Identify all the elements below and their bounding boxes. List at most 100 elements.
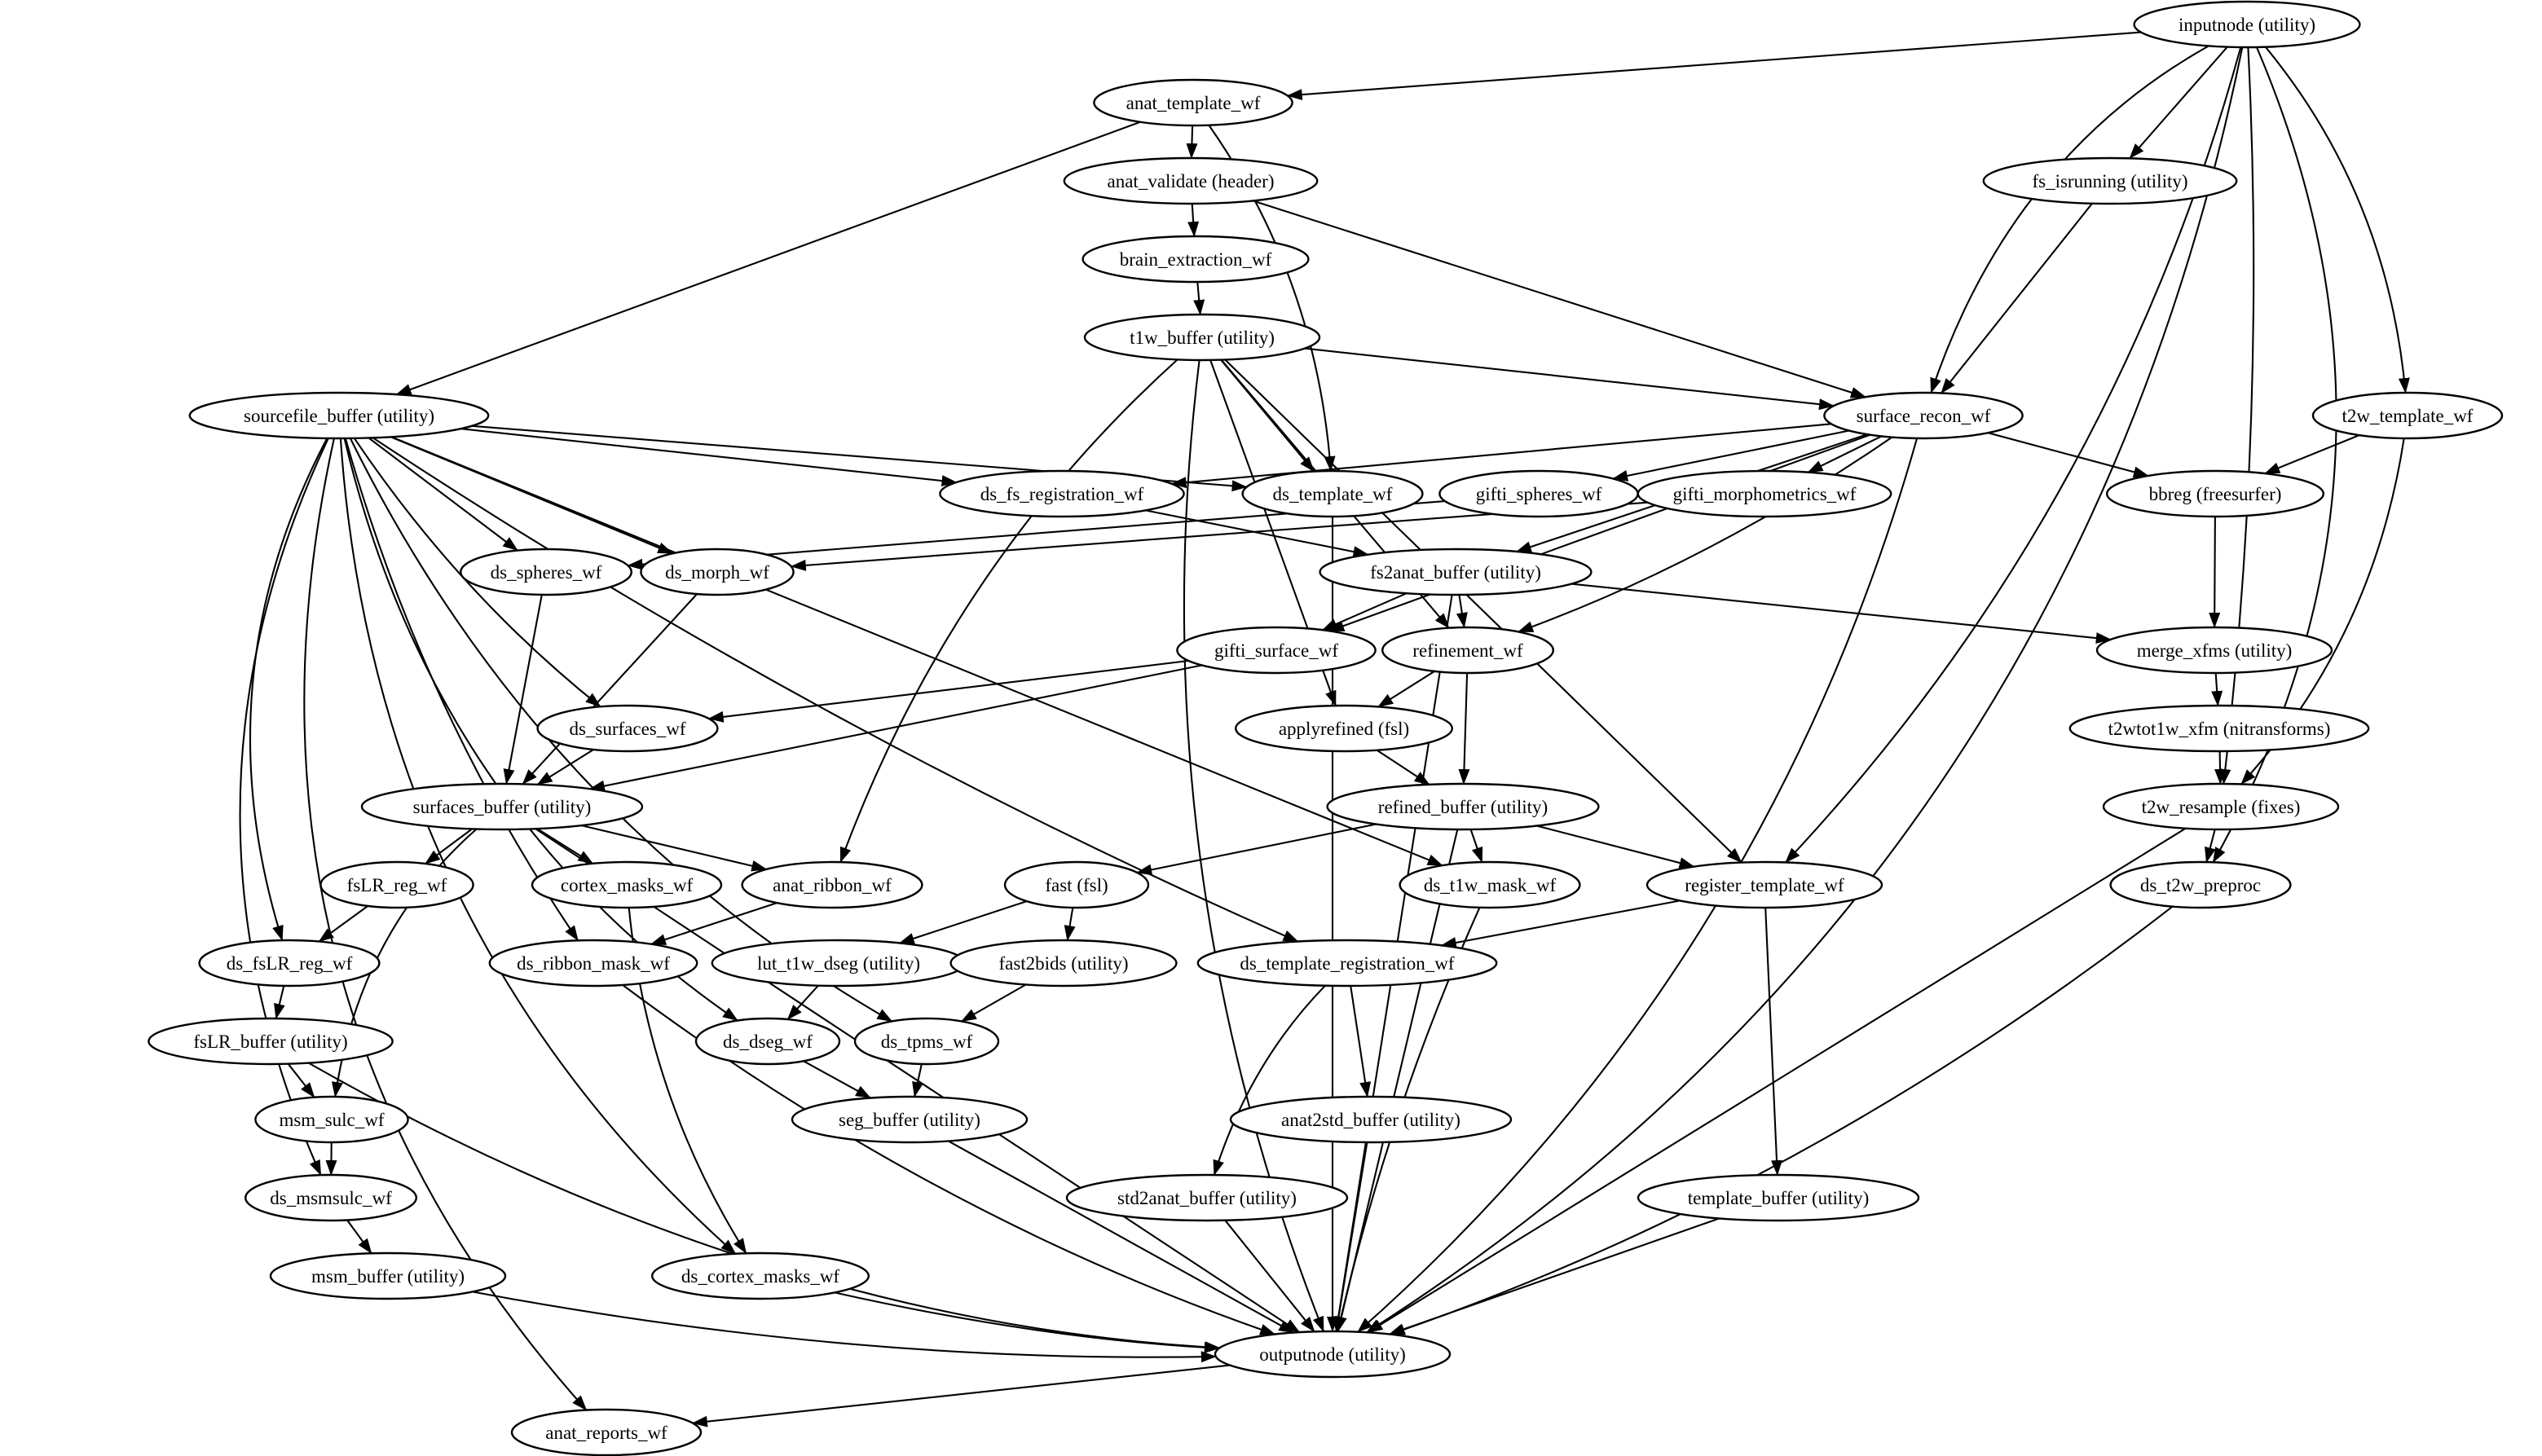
node-ds_tpms_wf: ds_tpms_wf <box>853 1017 1000 1066</box>
ds_morph_wf-shape <box>640 548 795 596</box>
edge-applyrefined-to-refined_buffer <box>1376 749 1430 785</box>
sourcefile_buffer-shape <box>188 391 490 440</box>
ds_surfaces_wf-label: ds_surfaces_wf <box>569 719 685 739</box>
fsLR_reg_wf-label: fsLR_reg_wf <box>347 875 447 895</box>
edge-surfaces_buffer-to-anat_ribbon_wf <box>581 825 768 872</box>
seg_buffer-shape <box>791 1095 1029 1144</box>
edge-anat_ribbon_wf-to-ds_ribbon_mask_wf <box>650 902 778 945</box>
edge-surface_recon_wf-to-bbreg <box>1987 432 2149 478</box>
refinement_wf-label: refinement_wf <box>1412 640 1523 661</box>
edge-std2anat_buffer-to-outputnode <box>1224 1220 1315 1333</box>
edge-sourcefile_buffer-to-ds_surfaces_wf <box>353 438 601 708</box>
ds_msmsulc_wf-label: ds_msmsulc_wf <box>270 1188 392 1208</box>
edge-surfaces_buffer-to-fsLR_reg_wf <box>425 828 473 864</box>
anat_ribbon_wf-label: anat_ribbon_wf <box>773 875 892 895</box>
seg_buffer-label: seg_buffer (utility) <box>839 1110 980 1130</box>
bbreg-label: bbreg (freesurfer) <box>2149 484 2282 504</box>
applyrefined-label: applyrefined (fsl) <box>1279 719 1409 739</box>
t1w_buffer-shape <box>1083 313 1321 362</box>
fsLR_reg_wf-shape <box>319 860 474 909</box>
gifti_surface_wf-label: gifti_surface_wf <box>1214 640 1338 661</box>
node-merge_xfms: merge_xfms (utility) <box>2095 626 2333 675</box>
node-ds_spheres_wf: ds_spheres_wf <box>460 548 633 596</box>
std2anat_buffer-label: std2anat_buffer (utility) <box>1117 1188 1297 1208</box>
edge-sourcefile_buffer-to-ds_template_registration_wf <box>372 437 1299 943</box>
surface_recon_wf-label: surface_recon_wf <box>1857 406 1991 426</box>
msm_sulc_wf-label: msm_sulc_wf <box>279 1110 384 1130</box>
edge-ds_tpms_wf-to-seg_buffer <box>912 1063 923 1097</box>
ds_t1w_mask_wf-label: ds_t1w_mask_wf <box>1424 875 1557 895</box>
node-t2wtot1w_xfm: t2wtot1w_xfm (nitransforms) <box>2068 704 2370 753</box>
node-refined_buffer: refined_buffer (utility) <box>1326 782 1600 831</box>
node-outputnode: outputnode (utility) <box>1214 1330 1452 1379</box>
edge-bbreg-to-merge_xfms <box>2209 516 2221 628</box>
gifti_spheres_wf-label: gifti_spheres_wf <box>1476 484 1602 504</box>
surfaces_buffer-label: surfaces_buffer (utility) <box>413 797 592 817</box>
ds_tpms_wf-label: ds_tpms_wf <box>881 1032 973 1052</box>
edge-lut_t1w_dseg-to-ds_dseg_wf <box>786 984 819 1020</box>
node-brain_extraction_wf: brain_extraction_wf <box>1082 235 1310 284</box>
node-gifti_spheres_wf: gifti_spheres_wf <box>1438 469 1639 518</box>
node-ds_template_wf: ds_template_wf <box>1241 469 1424 518</box>
node-refinement_wf: refinement_wf <box>1381 626 1554 675</box>
ds_tpms_wf-shape <box>853 1017 1000 1066</box>
sourcefile_buffer-label: sourcefile_buffer (utility) <box>244 406 434 426</box>
node-fsLR_buffer: fsLR_buffer (utility) <box>148 1017 394 1066</box>
edge-refined_buffer-to-ds_t1w_mask_wf <box>1469 829 1483 864</box>
edge-fs_isrunning-to-surface_recon_wf <box>1941 203 2093 394</box>
edge-ds_spheres_wf-to-surfaces_buffer <box>503 594 543 785</box>
edge-gifti_surface_wf-to-surfaces_buffer <box>588 664 1202 792</box>
inputnode-shape <box>2133 0 2361 49</box>
template_buffer-shape <box>1637 1173 1920 1222</box>
fast2bids-shape <box>949 939 1178 988</box>
ds_template_wf-shape <box>1241 469 1424 518</box>
node-ds_t2w_preproc: ds_t2w_preproc <box>2109 860 2292 909</box>
fast-label: fast (fsl) <box>1045 875 1108 895</box>
ds_t2w_preproc-label: ds_t2w_preproc <box>2140 875 2261 895</box>
t1w_buffer-label: t1w_buffer (utility) <box>1130 328 1275 348</box>
ds_fs_registration_wf-label: ds_fs_registration_wf <box>980 484 1144 504</box>
edge-t1w_buffer-to-register_template_wf <box>1224 359 1742 864</box>
ds_ribbon_mask_wf-shape <box>488 939 698 988</box>
edge-merge_xfms-to-t2wtot1w_xfm <box>2211 672 2223 706</box>
gifti_surface_wf-shape <box>1176 626 1377 675</box>
ds_dseg_wf-shape <box>694 1017 841 1066</box>
fs_isrunning-label: fs_isrunning (utility) <box>2032 171 2187 191</box>
ds_morph_wf-label: ds_morph_wf <box>665 562 769 583</box>
edge-refinement_wf-to-applyrefined <box>1377 670 1435 708</box>
edge-ds_template_registration_wf-to-anat2std_buffer <box>1350 985 1372 1097</box>
node-ds_ribbon_mask_wf: ds_ribbon_mask_wf <box>488 939 698 988</box>
anat_template_wf-label: anat_template_wf <box>1126 93 1261 113</box>
node-ds_cortex_masks_wf: ds_cortex_masks_wf <box>651 1251 870 1300</box>
edge-anat_validate-to-surface_recon_wf <box>1252 200 1866 398</box>
edge-ds_msmsulc_wf-to-msm_buffer <box>346 1219 372 1255</box>
anat_reports_wf-shape <box>510 1408 703 1456</box>
register_template_wf-label: register_template_wf <box>1685 875 1844 895</box>
msm_buffer-shape <box>269 1251 507 1300</box>
edge-sourcefile_buffer-to-ds_msmsulc_wf <box>239 438 329 1177</box>
node-ds_msmsulc_wf: ds_msmsulc_wf <box>245 1173 418 1222</box>
edge-refined_buffer-to-fast <box>1136 823 1377 876</box>
std2anat_buffer-shape <box>1065 1173 1349 1222</box>
ds_t2w_preproc-shape <box>2109 860 2292 909</box>
ds_cortex_masks_wf-shape <box>651 1251 870 1300</box>
node-std2anat_buffer: std2anat_buffer (utility) <box>1065 1173 1349 1222</box>
edge-ds_fs_registration_wf-to-fs2anat_buffer <box>1145 509 1369 557</box>
edge-fast-to-lut_t1w_dseg <box>898 900 1028 944</box>
edge-register_template_wf-to-ds_template_registration_wf <box>1440 900 1681 948</box>
node-fs_isrunning: fs_isrunning (utility) <box>1982 156 2238 205</box>
t2w_resample-shape <box>2102 782 2340 831</box>
node-seg_buffer: seg_buffer (utility) <box>791 1095 1029 1144</box>
edge-fast2bids-to-ds_tpms_wf <box>960 983 1027 1023</box>
node-gifti_surface_wf: gifti_surface_wf <box>1176 626 1377 675</box>
edge-surface_recon_wf-to-gifti_surface_wf <box>1328 433 1871 632</box>
node-ds_dseg_wf: ds_dseg_wf <box>694 1017 841 1066</box>
lut_t1w_dseg-label: lut_t1w_dseg (utility) <box>757 953 920 974</box>
edge-ds_surfaces_wf-to-surfaces_buffer <box>536 749 594 785</box>
node-anat2std_buffer: anat2std_buffer (utility) <box>1229 1095 1513 1144</box>
fs2anat_buffer-shape <box>1319 548 1593 596</box>
t2w_resample-label: t2w_resample (fixes) <box>2142 797 2301 817</box>
edge-surface_recon_wf-to-outputnode <box>1357 438 1919 1333</box>
